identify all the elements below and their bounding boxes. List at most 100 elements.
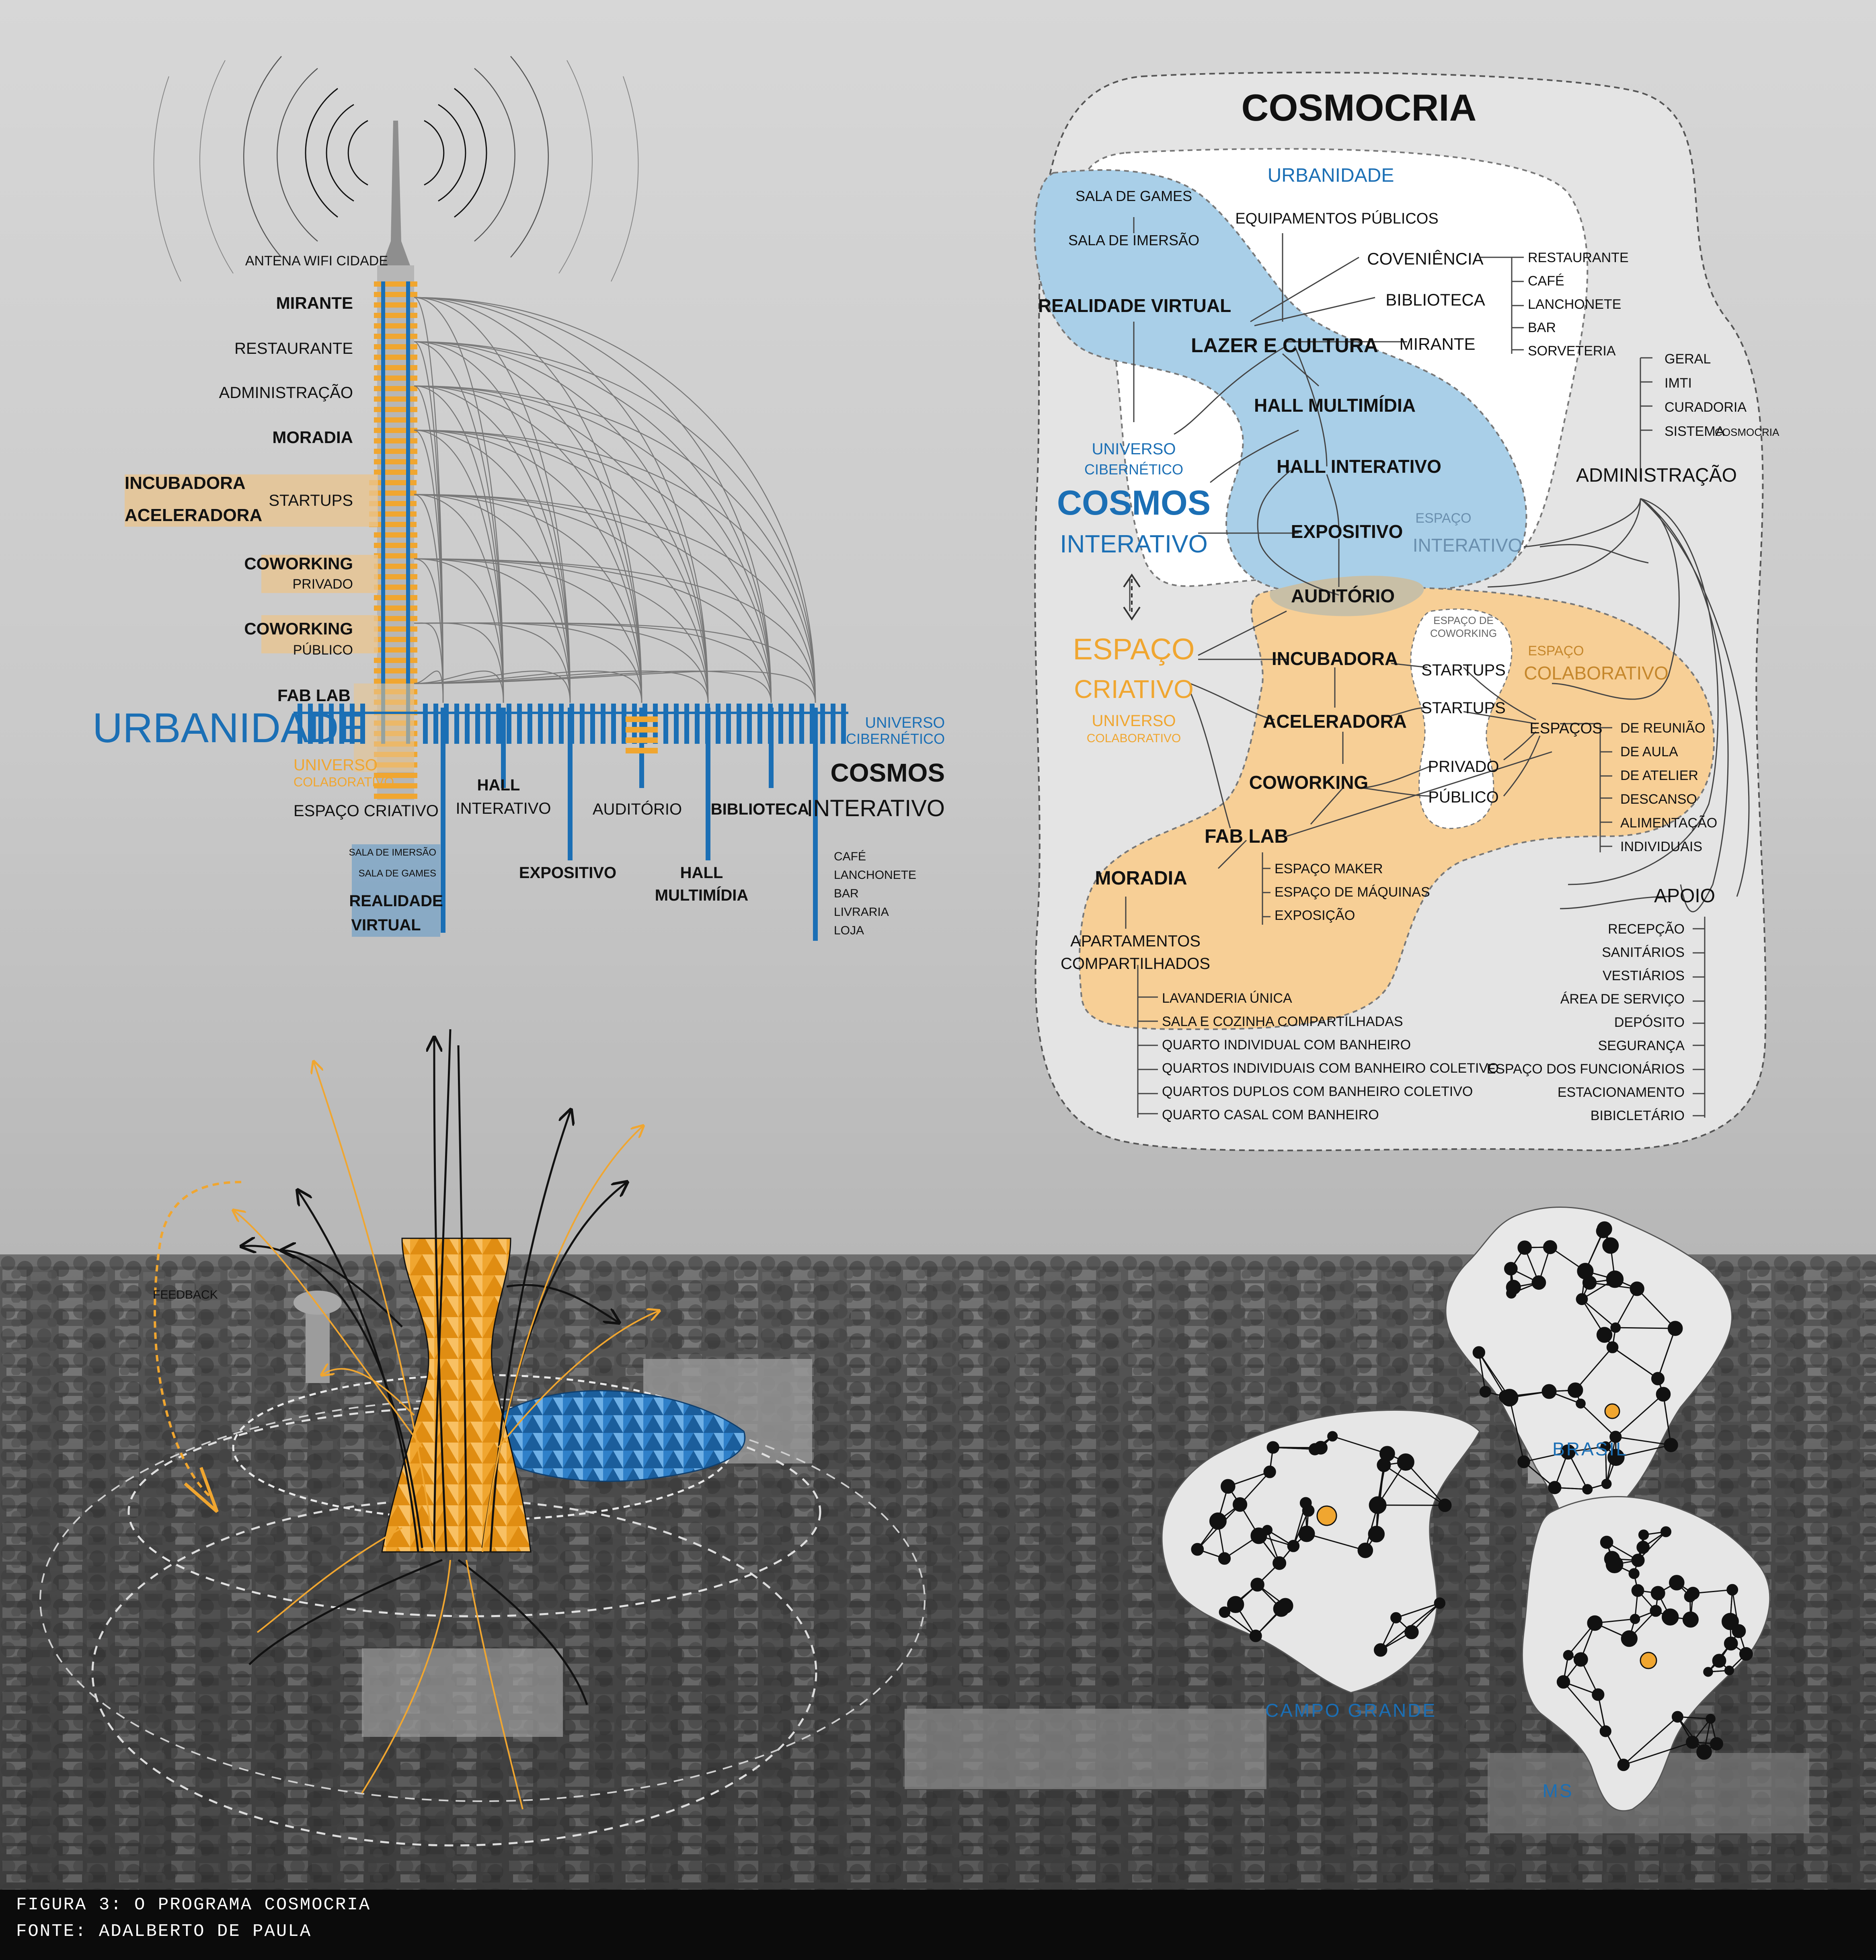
connection-arc (414, 429, 772, 703)
network-node (1682, 1611, 1699, 1628)
diagram-publico: PÚBLICO (1428, 788, 1499, 806)
network-link (1605, 1731, 1624, 1765)
diagram-biblioteca: BIBLIOTECA (1385, 290, 1485, 309)
tower-coworking-publico-label: COWORKING (244, 619, 353, 638)
tower-band (374, 595, 417, 600)
moradia-item: QUARTOS INDIVIDUAIS COM BANHEIRO COLETIV… (1162, 1061, 1499, 1076)
network-node (1434, 1597, 1446, 1609)
diagram-coworking: COWORKING (1249, 772, 1368, 793)
tower-expositivo-label: EXPOSITIVO (519, 864, 616, 882)
barcode-bar (716, 704, 720, 744)
tower-sculpture: FEEDBACK (39, 1029, 926, 1847)
network-link (1616, 1444, 1671, 1458)
apoio-item: ESPAÇO DOS FUNCIONÁRIOS (1487, 1061, 1685, 1077)
connection-arc (414, 558, 709, 703)
espacos-item: DE AULA (1620, 744, 1678, 759)
network-node (1587, 1615, 1603, 1631)
tower-band (374, 616, 417, 621)
barcode-bar (590, 704, 595, 744)
connection-arc (414, 558, 816, 703)
fab-item: EXPOSIÇÃO (1275, 908, 1355, 923)
caption-bar (0, 1890, 1876, 1960)
network-node (1706, 1714, 1716, 1724)
tower-band (369, 511, 417, 517)
tower-band (374, 355, 417, 360)
connection-arc (414, 385, 571, 703)
network-node (1739, 1647, 1753, 1661)
tower-band (369, 491, 417, 496)
connection-arc (414, 341, 571, 703)
barcode-bar (726, 704, 731, 744)
espacos-item: DE REUNIÃO (1620, 720, 1706, 736)
tower-biblioteca-label: BIBLIOTECA (711, 800, 809, 818)
diagram-hall-multimidia: HALL MULTIMÍDIA (1254, 395, 1416, 416)
tower-cosmos-sub: INTERATIVO (807, 795, 945, 821)
network-node (1576, 1398, 1586, 1409)
network-node (1605, 1556, 1624, 1574)
network-node (1600, 1535, 1613, 1549)
network-node (1667, 1321, 1683, 1336)
network-node (1227, 1596, 1244, 1613)
campo-grande-label: CAMPO GRANDE (1265, 1700, 1437, 1721)
network-node (1650, 1605, 1662, 1617)
diagram-fablab: FAB LAB (1205, 826, 1288, 847)
diagram-espaco-criativo-2: CRIATIVO (1074, 675, 1194, 704)
network-link (1563, 1681, 1606, 1732)
network-node (1506, 1280, 1521, 1295)
caption-title: FIGURA 3: O PROGRAMA COSMOCRIA (16, 1895, 371, 1915)
connection-arc (414, 494, 642, 703)
diagram-coveniencia: COVENIÊNCIA (1367, 249, 1483, 268)
network-node (1630, 1614, 1640, 1624)
network-node (1631, 1554, 1645, 1567)
network-node (1390, 1612, 1402, 1623)
connection-arc (414, 341, 504, 703)
bubble-connections (1125, 217, 1750, 1118)
connection-arc (414, 670, 642, 703)
network-node (1298, 1525, 1315, 1542)
tower-band (374, 647, 417, 653)
network-link (1612, 1346, 1658, 1379)
retail-item: LOJA (834, 924, 864, 937)
tower-band (374, 344, 417, 349)
barcode-bar (486, 704, 491, 744)
barcode-bar (423, 704, 428, 744)
diagram-sala-imersao: SALA DE IMERSÃO (1068, 232, 1199, 248)
connection-arcs (414, 297, 816, 703)
network-node (1232, 1497, 1248, 1512)
tower-coworking-privado-label: COWORKING (244, 554, 353, 573)
network-node (1582, 1484, 1593, 1495)
network-link (1615, 1288, 1638, 1328)
network-node (1631, 1584, 1644, 1597)
barcode-bar (517, 704, 522, 744)
food-item: BAR (1528, 320, 1556, 335)
tower-band (374, 459, 417, 464)
tower-band (374, 407, 417, 412)
connection-arc (414, 385, 772, 703)
connection-arc (414, 558, 571, 703)
network-node (1638, 1529, 1649, 1540)
barcode-bar (799, 704, 804, 744)
network-link (1523, 1461, 1555, 1488)
network-node (1438, 1498, 1452, 1512)
network-link (1306, 1533, 1366, 1551)
connection-arc (414, 494, 571, 703)
network-node (1479, 1386, 1491, 1398)
connection-arc (414, 670, 504, 703)
connection-arc (414, 297, 642, 703)
network-node (1397, 1453, 1414, 1471)
diagram-lazer: LAZER E CULTURA (1191, 334, 1378, 357)
tower-hall-multimidia-sub: MULTIMÍDIA (655, 886, 749, 904)
network-node (1630, 1281, 1644, 1296)
connection-arc (414, 341, 772, 703)
network-node (1263, 1465, 1276, 1478)
retail-item: BAR (834, 887, 859, 900)
tower-universo-ciber-sub: CIBERNÉTICO (846, 731, 945, 747)
diagram-mirante: MIRANTE (1400, 335, 1476, 353)
tower-hall-multimidia-label: HALL (680, 864, 723, 882)
tower-band (369, 501, 417, 506)
tower-band (374, 637, 417, 642)
barcode-bar (663, 704, 668, 744)
tower-band (374, 679, 417, 684)
network-link (1663, 1394, 1672, 1445)
